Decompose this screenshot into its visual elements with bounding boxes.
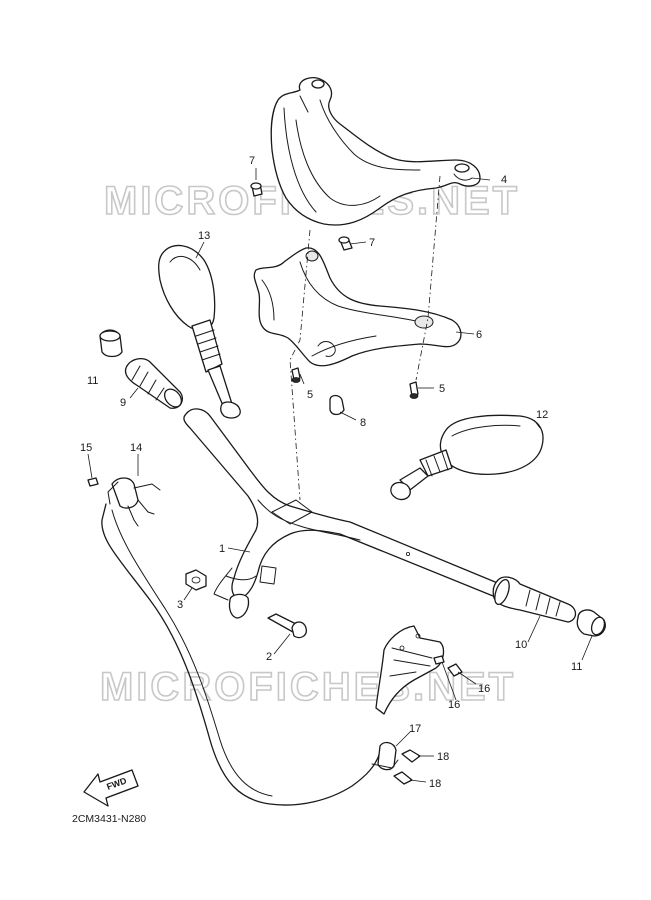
callout-5-left: 5 bbox=[307, 389, 313, 401]
leader-lines bbox=[87, 168, 593, 783]
callout-4: 4 bbox=[501, 174, 507, 186]
callout-1: 1 bbox=[219, 543, 225, 555]
part-17-lever-holder bbox=[371, 741, 399, 771]
part-3-nut bbox=[185, 569, 207, 591]
callouts: 1 2 3 4 5 5 6 7 7 8 9 10 11 11 12 13 14 … bbox=[80, 155, 582, 790]
callout-18-lower: 18 bbox=[429, 778, 441, 790]
part-11-right-end bbox=[576, 609, 606, 637]
part-5-screw-left bbox=[291, 367, 301, 383]
callout-18-upper: 18 bbox=[437, 751, 449, 763]
throttle-cable bbox=[101, 503, 381, 806]
callout-8: 8 bbox=[360, 417, 366, 429]
callout-16-lower: 16 bbox=[448, 699, 460, 711]
part-9-left-grip bbox=[124, 357, 184, 409]
callout-13: 13 bbox=[198, 230, 210, 242]
callout-7-lower: 7 bbox=[369, 237, 375, 249]
callout-7-upper: 7 bbox=[249, 155, 255, 167]
part-12-right-mirror bbox=[390, 414, 544, 501]
callout-15: 15 bbox=[80, 442, 92, 454]
callout-5-right: 5 bbox=[439, 383, 445, 395]
callout-11-left: 11 bbox=[87, 375, 98, 387]
callout-2: 2 bbox=[266, 651, 272, 663]
part-6-lower-cover bbox=[253, 247, 462, 367]
part-10-right-grip bbox=[492, 576, 577, 623]
part-2-bolt bbox=[267, 613, 307, 639]
part-7-screw-lower bbox=[338, 236, 353, 251]
part-15-screw bbox=[87, 477, 99, 487]
diagram-code: 2CM3431-N280 bbox=[72, 813, 146, 825]
part-16-bracket-assembly bbox=[375, 625, 463, 715]
callout-6: 6 bbox=[476, 329, 482, 341]
part-1-handlebar bbox=[183, 408, 506, 619]
watermark-bottom: MICROFICHES.NET bbox=[100, 665, 516, 709]
callout-17: 17 bbox=[409, 723, 421, 735]
part-18-bolt-lower bbox=[393, 771, 413, 785]
callout-14: 14 bbox=[130, 442, 142, 454]
part-7-screw-upper bbox=[250, 182, 263, 197]
callout-10: 10 bbox=[515, 639, 527, 651]
part-13-left-mirror bbox=[158, 244, 241, 419]
part-18-bolt-upper bbox=[401, 749, 421, 763]
callout-12: 12 bbox=[536, 409, 548, 421]
callout-3: 3 bbox=[177, 599, 183, 611]
part-5-screw-right bbox=[409, 381, 419, 399]
callout-9: 9 bbox=[120, 397, 126, 409]
alignment-line-left bbox=[289, 229, 311, 501]
alignment-line-right bbox=[415, 175, 441, 381]
fwd-arrow-icon: FWD bbox=[83, 769, 139, 807]
part-8-grommet bbox=[329, 394, 345, 416]
callout-11-right: 11 bbox=[571, 661, 582, 673]
part-4-upper-cover bbox=[270, 76, 481, 226]
callout-16-right: 16 bbox=[478, 683, 490, 695]
part-11-left-end bbox=[99, 329, 123, 358]
part-14-cable-holder bbox=[107, 477, 161, 515]
